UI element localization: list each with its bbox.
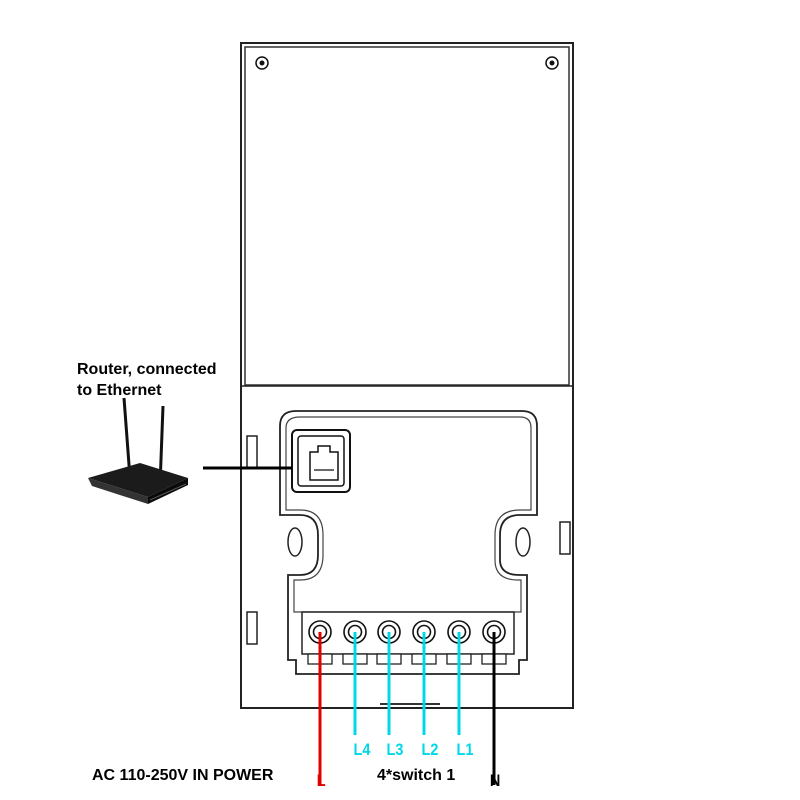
screw-icon	[255, 56, 269, 70]
mounting-slot	[287, 527, 303, 557]
side-clip-right	[559, 521, 571, 555]
router-label-line2: to Ethernet	[77, 382, 162, 399]
screw-icon	[545, 56, 559, 70]
router-icon	[88, 397, 188, 504]
wire-label-n: N	[489, 771, 501, 790]
ethernet-port-icon	[291, 429, 351, 493]
switch-panel-upper-plate	[244, 46, 570, 386]
wire-label-l1: L1	[456, 740, 474, 759]
wire-label-l3: L3	[386, 740, 404, 759]
wire-label-l4: L4	[353, 740, 371, 759]
power-input-label: AC 110-250V IN POWER	[92, 767, 274, 784]
switch-type-label: 4*switch 1	[377, 767, 456, 784]
router-label: Router, connected to Ethernet	[77, 359, 217, 401]
router-label-line1: Router, connected	[77, 361, 217, 378]
module-inner-outline	[285, 416, 532, 613]
wire-label-l: L	[316, 771, 326, 790]
wire-label-l2: L2	[421, 740, 439, 759]
mounting-slot	[515, 527, 531, 557]
